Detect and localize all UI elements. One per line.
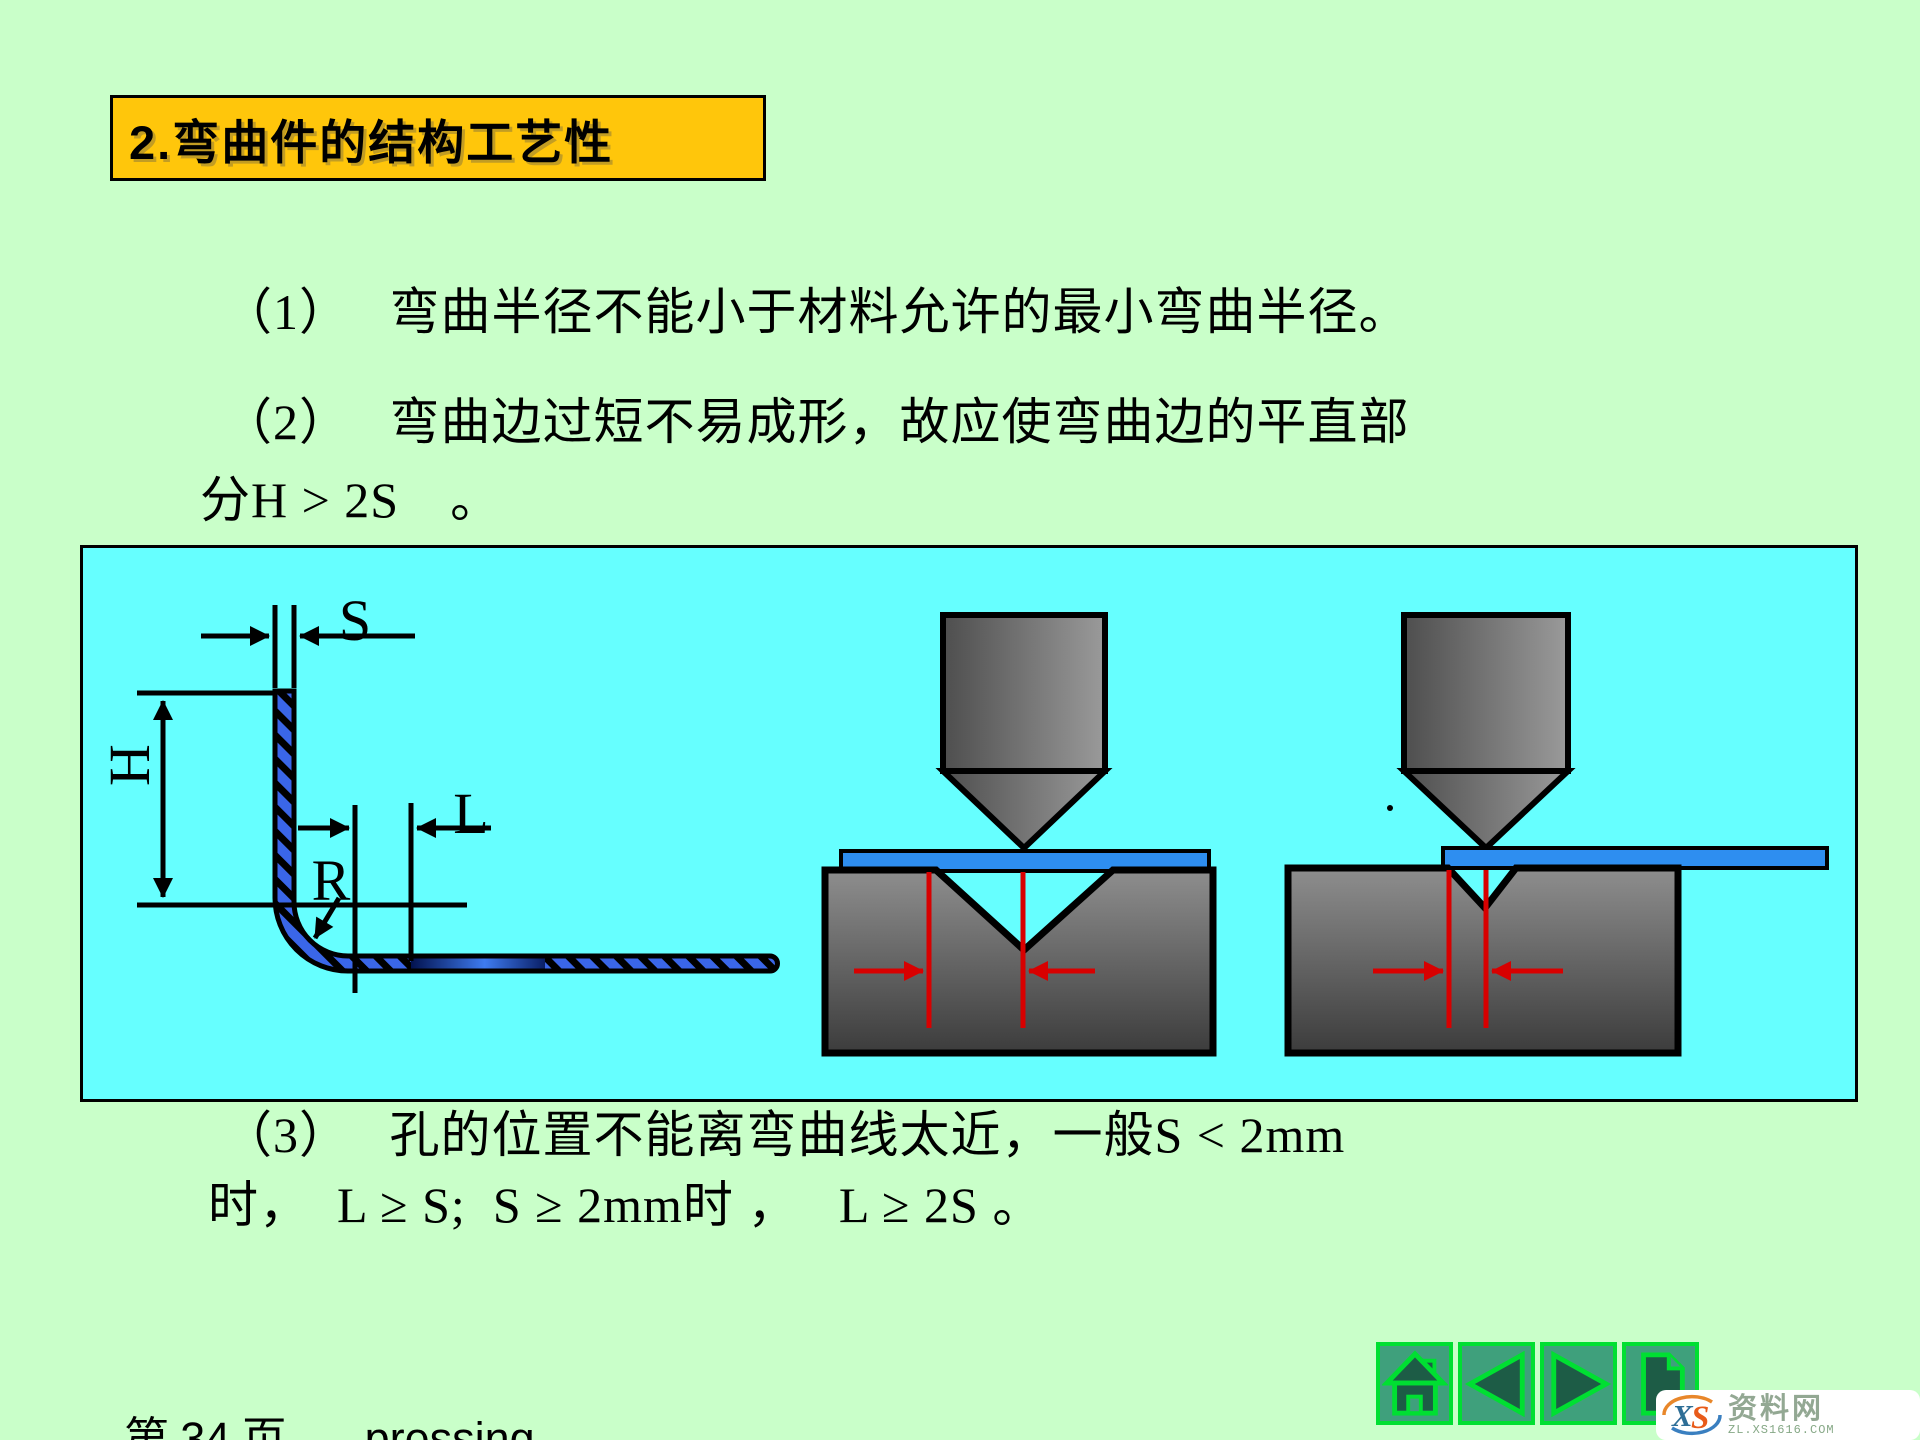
watermark-logo-s: S: [1691, 1400, 1709, 1436]
page-number: 34: [180, 1413, 231, 1440]
die-block: [1284, 864, 1682, 1057]
stray-dot: [1387, 805, 1393, 811]
watermark-logo: X S: [1662, 1394, 1722, 1436]
radius-leader: [312, 896, 342, 940]
hole-distance-marks: [854, 872, 1095, 1028]
die-block: [821, 866, 1217, 1057]
previous-button[interactable]: [1458, 1342, 1535, 1425]
page-title: 2.弯曲件的结构工艺性: [129, 115, 614, 169]
home-button[interactable]: [1376, 1342, 1453, 1425]
bent-part-section: S H L R: [97, 588, 780, 993]
sheet-blank: [839, 849, 1211, 873]
paragraph-3-line-2: 时， L ≥ S; S ≥ 2mm时 ， L ≥ 2S 。: [208, 1177, 1044, 1233]
paragraph-1: （1） 弯曲半径不能小于材料允许的最小弯曲半径。: [222, 284, 1410, 340]
left-triangle-icon: [1464, 1350, 1525, 1417]
home-icon: [1381, 1349, 1448, 1416]
slide-navigation: [1376, 1342, 1699, 1425]
punch-tip: [935, 768, 1113, 853]
paragraph-2-line-2: 分H > 2S 。: [200, 472, 502, 528]
next-button[interactable]: [1540, 1342, 1617, 1425]
hole-region: [411, 958, 545, 969]
v-bending-narrow-die: [1284, 612, 1829, 1057]
bent-sheet: [272, 688, 780, 974]
title-box: 2.弯曲件的结构工艺性: [110, 95, 766, 181]
watermark-site-name: 资料网: [1728, 1392, 1825, 1425]
punch-body: [1401, 612, 1571, 774]
dim-label-h: H: [97, 744, 162, 786]
paragraph-2-line-1: （2） 弯曲边过短不易成形，故应使弯曲边的平直部: [222, 394, 1410, 450]
dim-label-s: S: [339, 588, 371, 653]
height-dimension: [137, 690, 467, 908]
thickness-dimension: [201, 605, 415, 688]
watermark-site-url: ZL.XS1616.COM: [1728, 1422, 1835, 1437]
bending-diagram: S H L R: [80, 545, 1858, 1102]
v-bending-wide-die: [821, 612, 1217, 1057]
right-triangle-icon: [1550, 1350, 1611, 1417]
page-suffix: 页: [230, 1414, 287, 1440]
watermark-text: 资料网 ZL.XS1616.COM: [1728, 1392, 1835, 1437]
footer: 第 34 页 pressing: [74, 1350, 535, 1440]
footer-subject: pressing: [364, 1413, 535, 1440]
punch-tip: [1396, 768, 1576, 853]
paragraph-3-line-1: （3） 孔的位置不能离弯曲线太近，一般S < 2mm: [222, 1107, 1346, 1163]
dim-label-r: R: [312, 848, 351, 913]
punch-body: [940, 612, 1108, 774]
page-prefix: 第: [124, 1414, 181, 1440]
straight-edge-dimension: [298, 803, 491, 993]
dim-label-l: L: [453, 781, 488, 846]
hole-distance-marks: [1373, 870, 1563, 1028]
watermark: X S 资料网 ZL.XS1616.COM: [1656, 1390, 1920, 1440]
watermark-logo-x: X: [1671, 1398, 1694, 1433]
